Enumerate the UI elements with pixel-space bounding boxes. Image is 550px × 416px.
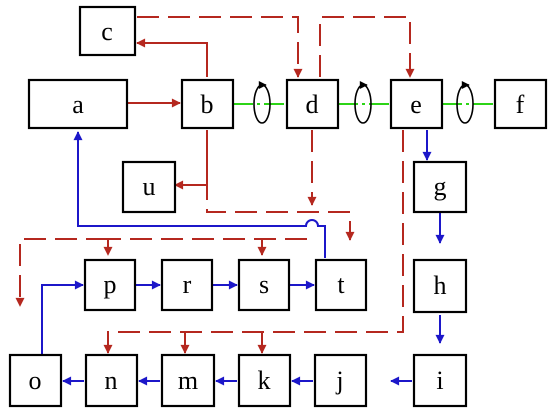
node-label: b — [201, 90, 214, 119]
node-d: d — [285, 78, 340, 130]
blue-edges — [41, 130, 445, 386]
node-label: m — [178, 366, 198, 395]
rotation-icon — [354, 81, 372, 124]
node-j: j — [313, 353, 368, 408]
node-a: a — [27, 78, 129, 130]
node-i: i — [412, 353, 468, 408]
node-label: d — [306, 90, 319, 119]
edge-b-u — [174, 130, 208, 190]
node-g: g — [412, 160, 468, 214]
node-label: f — [516, 90, 525, 119]
node-k: k — [237, 353, 292, 408]
edge-t-a — [73, 131, 326, 258]
node-label: a — [72, 90, 84, 119]
node-h: h — [412, 258, 468, 314]
node-label: g — [434, 172, 447, 201]
node-label: i — [436, 366, 443, 395]
edge-d-e — [319, 16, 415, 78]
node-label: k — [258, 366, 271, 395]
node-u: u — [121, 160, 177, 214]
edge-t-o — [15, 238, 108, 307]
red-solid-edges — [127, 38, 208, 190]
edge-b-c — [136, 38, 208, 77]
red-dashed-edges — [15, 16, 415, 354]
node-label: u — [143, 172, 156, 201]
edge-t-p — [103, 238, 307, 256]
node-label: t — [337, 270, 345, 299]
node-s: s — [237, 258, 291, 312]
node-label: s — [259, 270, 269, 299]
node-b: b — [180, 78, 235, 130]
node-p: p — [83, 258, 137, 312]
node-label: e — [410, 90, 422, 119]
node-f: f — [493, 78, 548, 130]
node-label: o — [29, 366, 42, 395]
node-label: n — [105, 366, 118, 395]
node-m: m — [160, 353, 216, 408]
node-label: h — [434, 271, 447, 300]
node-label: c — [101, 17, 113, 46]
node-o: o — [8, 353, 63, 408]
node-label: p — [104, 270, 117, 299]
node-e: e — [389, 78, 444, 130]
rotation-icon — [456, 81, 474, 124]
rotation-icon — [253, 81, 271, 124]
rotation-markers — [253, 81, 474, 124]
edge-b-t — [206, 178, 355, 241]
node-label: r — [183, 270, 192, 299]
node-r: r — [160, 258, 214, 312]
node-n: n — [84, 353, 139, 408]
edge-o-p — [41, 280, 84, 355]
edge-c-d — [137, 16, 303, 78]
node-t: t — [314, 258, 368, 312]
node-c: c — [78, 5, 137, 57]
node-label: j — [335, 366, 343, 395]
edge-e-n — [103, 130, 404, 354]
